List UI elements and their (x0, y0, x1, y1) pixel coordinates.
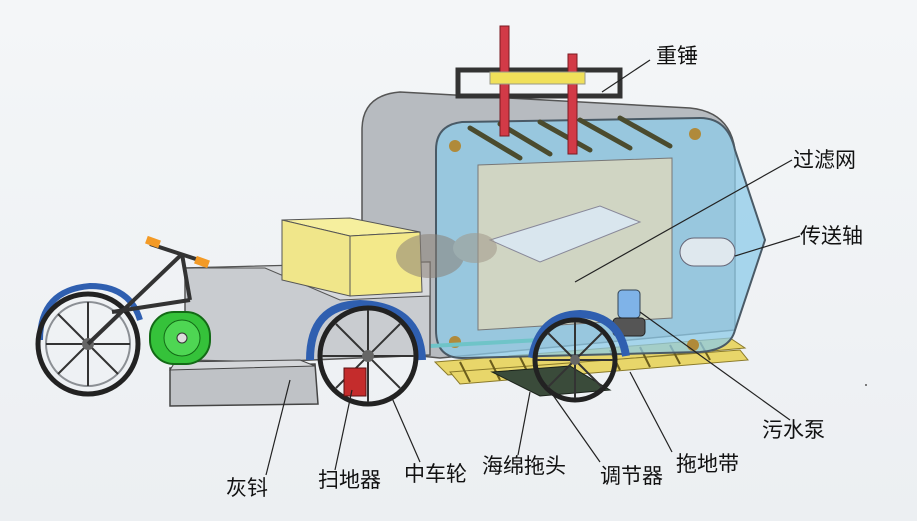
leader-filter (574, 159, 793, 283)
handle-grip-left (145, 235, 161, 249)
label-sweeper: 扫地器 (318, 468, 381, 492)
leader-lines (265, 59, 801, 476)
label-middle-wheel: 中车轮 (404, 462, 467, 486)
water-pipe (429, 338, 541, 348)
rear-wheel (528, 309, 630, 403)
label-weight: 重锤 (656, 44, 698, 68)
tank-corner-bolts (449, 128, 701, 351)
label-conveyor: 传送轴 (800, 224, 863, 248)
ash-bucket-top (169, 359, 316, 371)
ash-bucket (169, 363, 319, 407)
label-sponge-mop: 海绵拖头 (482, 454, 566, 478)
sweeper-brush (343, 367, 367, 397)
stray-dot (865, 384, 867, 386)
leader-conveyor (734, 235, 801, 257)
label-filter: 过滤网 (793, 148, 856, 172)
dust-box (281, 217, 423, 297)
handle-grip-right (194, 255, 210, 269)
label-regulator: 调节器 (600, 464, 663, 488)
leader-sweeper (334, 389, 353, 471)
conveyor-shaft (679, 237, 736, 267)
sponge-mop-head (490, 365, 612, 397)
leader-middle-wheel (391, 397, 421, 463)
label-mop-belt: 拖地带 (676, 452, 739, 476)
label-pump: 污水泵 (762, 418, 825, 442)
leader-pump (639, 311, 791, 421)
leader-weight (601, 59, 651, 93)
label-ash-bucket: 灰钭 (226, 476, 268, 500)
motor (149, 311, 211, 365)
weight-frame (455, 25, 623, 155)
filter-slope (488, 205, 642, 263)
middle-wheel (306, 299, 426, 407)
leader-regulator (547, 387, 601, 463)
leader-ash-bucket (265, 379, 291, 476)
blur-smear (396, 233, 497, 278)
leader-mop-belt (629, 371, 673, 453)
leader-sponge (517, 391, 531, 456)
front-wheel (35, 282, 143, 397)
